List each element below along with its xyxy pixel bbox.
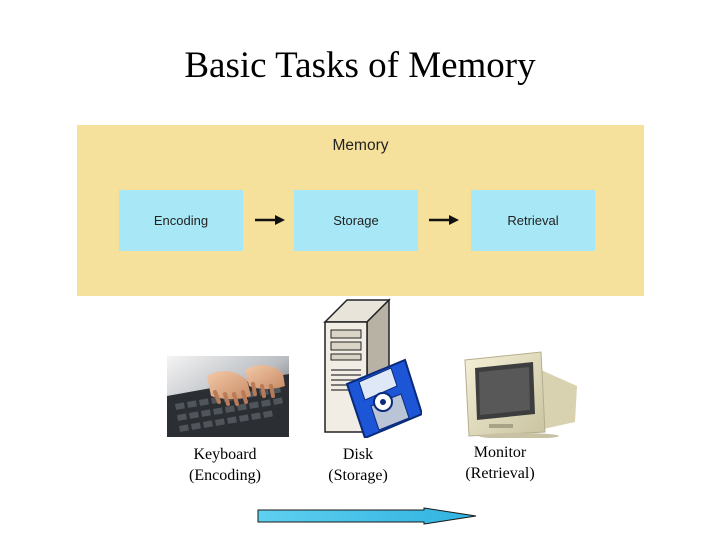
disk-caption: Disk (Storage)	[298, 444, 418, 486]
keyboard-icon	[167, 356, 289, 437]
monitor-caption: Monitor (Retrieval)	[440, 442, 560, 484]
encoding-label: Encoding	[153, 213, 209, 228]
disk-caption-line1: Disk	[342, 446, 374, 463]
monitor-caption-line2: (Retrieval)	[465, 465, 535, 482]
storage-box: Storage	[294, 190, 418, 251]
storage-label: Storage	[333, 213, 379, 228]
retrieval-label: Retrieval	[507, 213, 559, 228]
keyboard-caption-line2: (Encoding)	[189, 467, 261, 484]
keyboard-caption-line1: Keyboard	[193, 446, 257, 463]
retrieval-box: Retrieval	[471, 190, 595, 251]
memory-panel: Memory Encoding Storage Retrieval	[77, 125, 644, 296]
crt-monitor-icon	[464, 351, 577, 438]
encoding-box: Encoding	[119, 190, 243, 251]
slide-title: Basic Tasks of Memory	[184, 45, 536, 86]
memory-label: Memory	[332, 137, 389, 154]
flow-arrow-icon	[255, 215, 285, 225]
right-arrow-icon	[257, 507, 477, 525]
computer-tower-floppy-disk-icon	[323, 298, 422, 438]
keyboard-caption: Keyboard (Encoding)	[165, 444, 285, 486]
flow-arrow-icon	[429, 215, 459, 225]
monitor-caption-line1: Monitor	[473, 444, 527, 461]
disk-caption-line2: (Storage)	[328, 467, 388, 484]
